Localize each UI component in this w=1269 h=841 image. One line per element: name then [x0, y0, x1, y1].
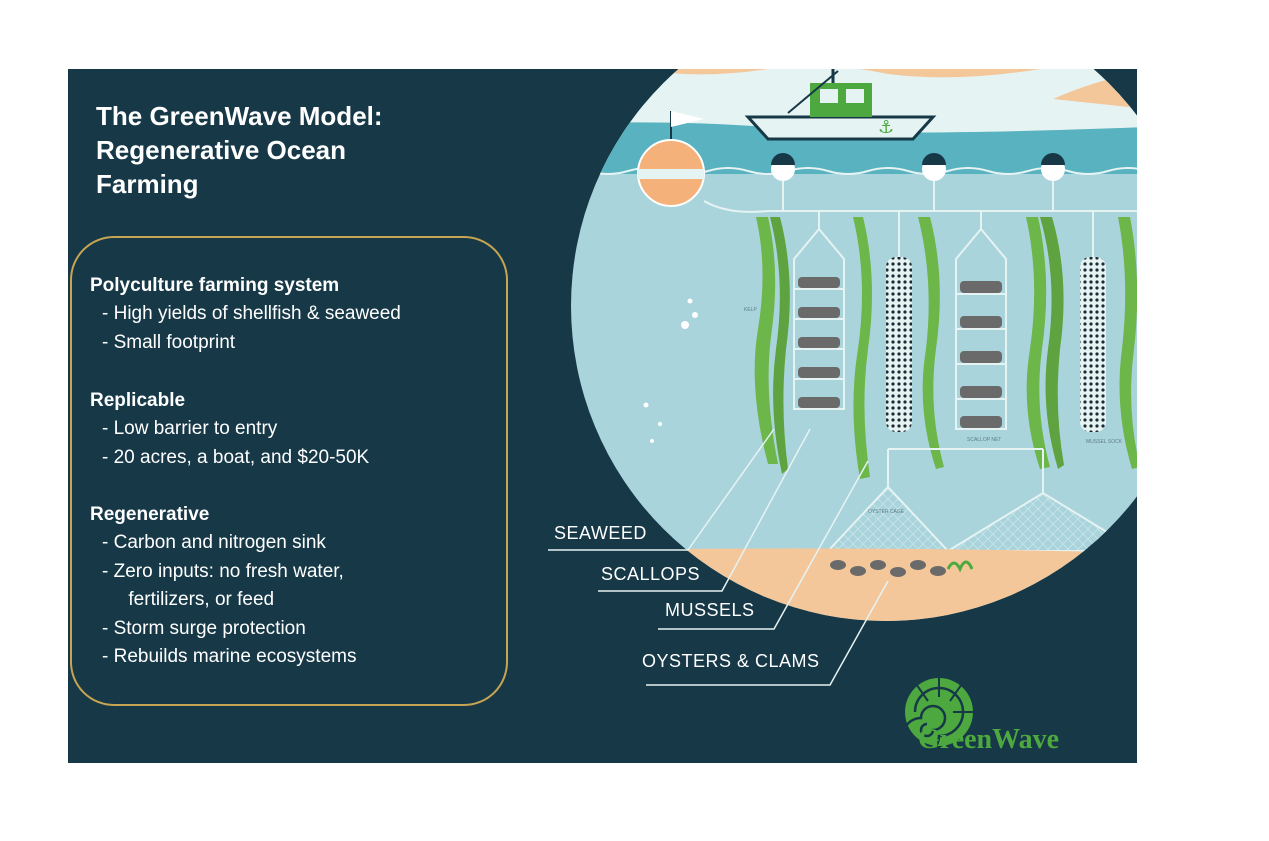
label-scallops: SCALLOPS [601, 564, 700, 584]
tiny-label-scallop-net: SCALLOP NET [967, 437, 1001, 443]
top-sandbar [628, 69, 1137, 78]
label-oysters-clams: OYSTERS & CLAMS [642, 651, 820, 671]
list-item: - 20 acres, a boat, and $20-50K [102, 446, 370, 468]
ocean-farm-diagram: ⚓ [548, 69, 1137, 756]
list-item: - Rebuilds marine ecosystems [102, 646, 357, 668]
list-item: - Zero inputs: no fresh water, [102, 560, 344, 582]
list-item: - High yields of shellfish & seaweed [102, 303, 401, 324]
tiny-label-mussel-sock: MUSSEL SOCK [1086, 439, 1123, 445]
bubbles [643, 298, 698, 443]
logo-wordmark: GreenWave [918, 724, 1059, 755]
ocean-scene: ⚓ [571, 69, 1137, 621]
scallop-lantern-nets [793, 211, 1007, 430]
section-heading: Replicable [90, 390, 186, 411]
oyster-cages [825, 448, 1137, 552]
section-replicable: Replicable - Low barrier to entry - 20 a… [90, 387, 369, 472]
list-item: fertilizers, or feed [102, 589, 275, 611]
tiny-label-oyster-cage: OYSTER CAGE [868, 509, 905, 515]
features-box [70, 236, 508, 706]
surface-floats [771, 153, 1065, 181]
nautilus-shell-icon [901, 675, 973, 756]
section-regenerative: Regenerative - Carbon and nitrogen sink … [90, 501, 356, 672]
list-item: - Low barrier to entry [102, 418, 278, 439]
section-heading: Polyculture farming system [90, 275, 340, 296]
list-item: - Carbon and nitrogen sink [102, 532, 326, 553]
list-item: - Storm surge protection [102, 617, 306, 639]
slide: ⚓ [68, 69, 1137, 763]
page-title: The GreenWave Model: Regenerative Ocean … [96, 101, 383, 199]
seafloor-shellfish [830, 560, 974, 577]
leader-lines [548, 428, 889, 686]
boat-icon: ⚓ [744, 69, 937, 141]
longline-rope [703, 200, 1137, 213]
label-seaweed: SEAWEED [554, 523, 647, 543]
list-item: - Small footprint [102, 331, 236, 353]
section-heading: Regenerative [90, 504, 210, 525]
tiny-label-kelp: KELP [744, 307, 757, 313]
mussel-socks [886, 211, 1106, 432]
kelp-strands [754, 217, 1137, 479]
label-mussels: MUSSELS [665, 600, 755, 620]
marker-buoy-icon [637, 111, 705, 207]
svg-text:⚓: ⚓ [878, 117, 894, 138]
section-polyculture: Polyculture farming system - High yields… [90, 272, 401, 357]
